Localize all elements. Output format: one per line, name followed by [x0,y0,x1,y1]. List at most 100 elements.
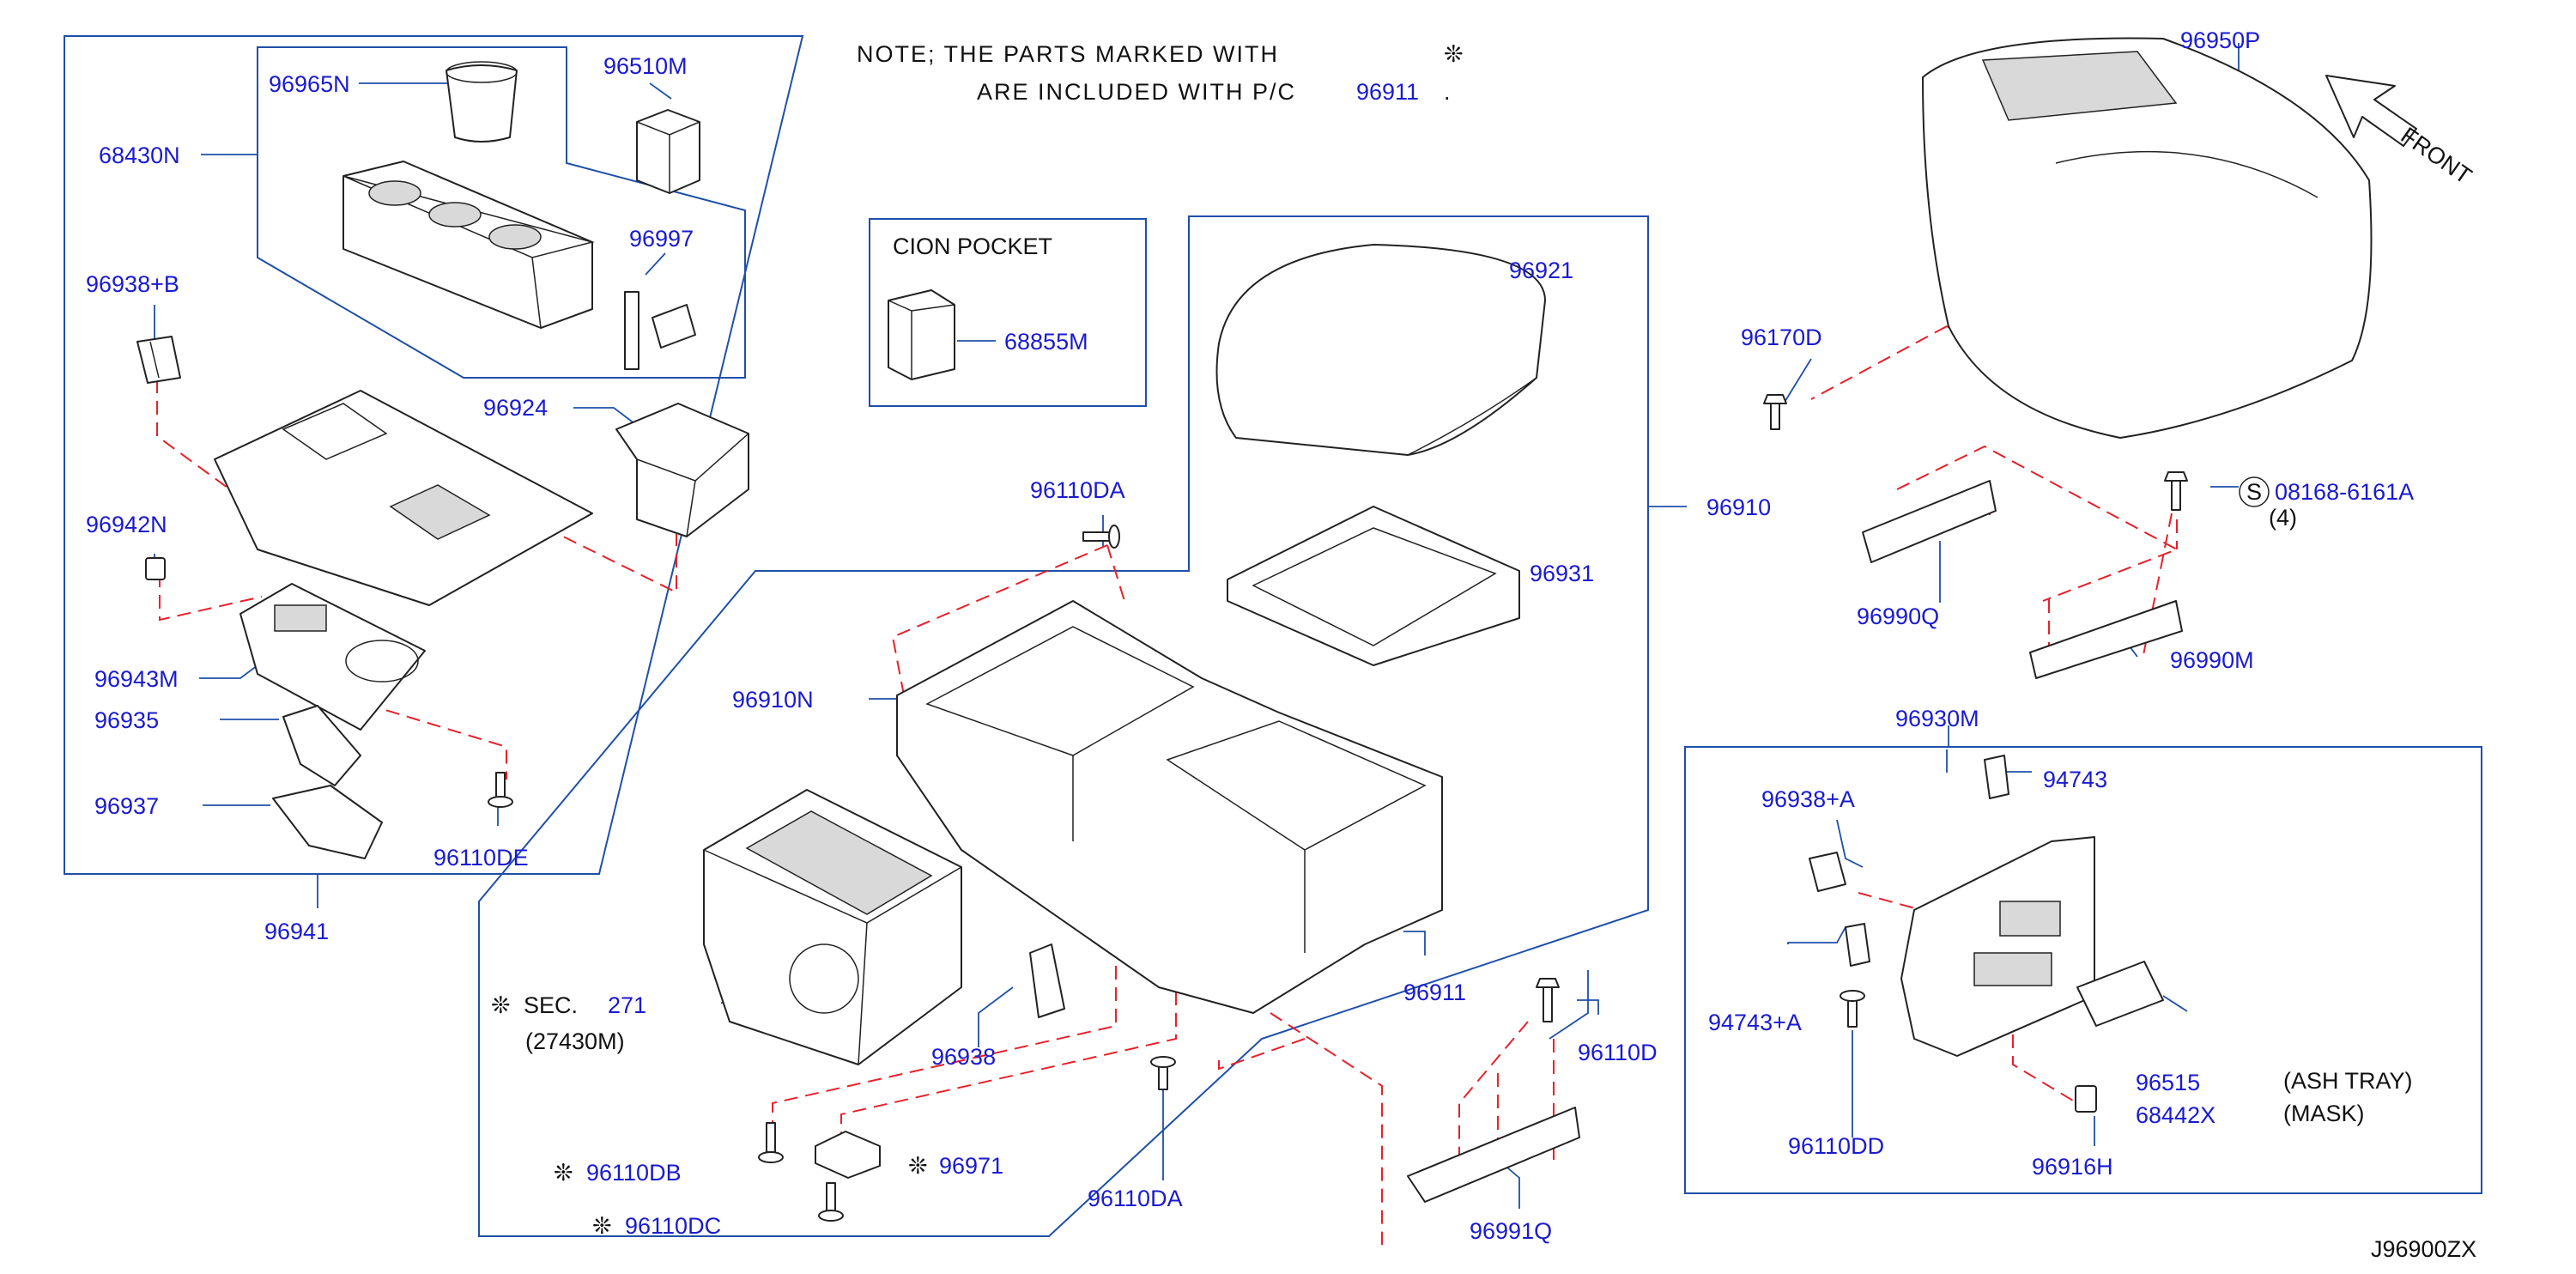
sec-marker-icon: ❊ [491,992,511,1018]
mask-label: (MASK) [2283,1101,2365,1126]
label-96110D: 96110D [1578,1040,1658,1065]
label-96941: 96941 [264,919,329,944]
label-96910N: 96910N [732,687,814,713]
clip-96938 [1029,943,1065,1018]
label-96938B: 96938+B [86,271,179,297]
label-96910: 96910 [1706,494,1771,520]
label-96110DB: 96110DB [586,1160,682,1186]
label-96515: 96515 [2136,1070,2200,1095]
label-96942N: 96942N [86,512,167,537]
label-94743A: 94743+A [1708,1010,1802,1035]
label-96943M: 96943M [94,666,179,692]
label-96110DA-bottom: 96110DA [1088,1186,1183,1211]
group-box-cion-pocket [869,218,1147,407]
label-08168: 08168-6161A [2275,479,2414,505]
note-part-number: 96911 [1356,79,1419,105]
bolt-96110d [1536,978,1560,1022]
cion-pocket-title: CION POCKET [893,234,1052,259]
label-96950P: 96950P [2180,27,2260,53]
label-96971: 96971 [939,1153,1003,1179]
bolt-96170d [1763,394,1787,430]
bracket-96971 [815,1131,881,1179]
bracket-96991q [1407,1107,1580,1203]
note-line-2: ARE INCLUDED WITH P/C [977,79,1296,105]
note-end: . [1444,79,1451,105]
mask-96916h [2075,1085,2097,1113]
sec-prefix: SEC. [524,992,578,1018]
label-96916H: 96916H [2032,1154,2113,1180]
front-label: FRONT [2397,122,2476,189]
cup-holder-cup [445,61,518,143]
label-96110DC: 96110DC [625,1213,721,1239]
label-96935: 96935 [94,707,159,733]
label-68855M: 68855M [1004,329,1088,355]
label-96971-marker: ❊ [908,1153,928,1179]
s-circle-symbol [2239,476,2270,507]
armrest-lid [1215,244,1546,456]
label-96110DD: 96110DD [1788,1133,1884,1159]
label-96911: 96911 [1403,980,1466,1005]
screw-96110de [488,772,513,808]
note-marker-icon: ❊ [1444,41,1464,67]
bracket-96990q [1862,480,1997,563]
armrest-cover [1922,37,2373,439]
label-68430N: 68430N [99,143,180,168]
label-96991Q: 96991Q [1470,1218,1552,1244]
bracket-96937 [272,785,383,859]
lid-frame [1227,506,1520,666]
connector-94743a [1845,923,1870,967]
bolt-08168 [2164,471,2188,511]
clip-b [136,336,181,384]
label-68442X: 68442X [2136,1102,2215,1128]
label-96997: 96997 [629,226,694,252]
connector-94743 [1984,755,2009,799]
label-96924: 96924 [483,395,548,421]
label-96965N: 96965N [269,71,350,97]
ash-tray-label: (ASH TRAY) [2283,1068,2413,1094]
ash-tray [2076,961,2164,1027]
bolt-quantity: (4) [2269,505,2297,531]
label-96921: 96921 [1509,258,1573,283]
screw-96110db [758,1122,784,1163]
label-94743: 94743 [2043,767,2107,792]
group-box-96910 [478,215,1649,1237]
label-96938A: 96938+A [1761,786,1855,812]
s-circle-letter: S [2246,479,2262,505]
label-96170D: 96170D [1741,325,1822,350]
label-96110DB-marker: ❊ [554,1160,573,1186]
bracket-96990m [2029,600,2183,679]
label-96110DE: 96110DE [433,845,529,871]
screw-96110da-bottom [1150,1056,1176,1090]
diagram-code: J96900ZX [2371,1236,2476,1262]
cion-pocket-insert [888,289,955,380]
cup-holder-tray [342,161,595,329]
shift-boot [282,705,361,786]
label-96110DA-top: 96110DA [1030,477,1125,503]
storage-box [636,109,700,194]
rear-console-panel [1900,836,2095,1057]
label-96930M: 96930M [1895,706,1979,731]
note-line-1: NOTE; THE PARTS MARKED WITH [857,41,1279,67]
front-arrow-icon [2325,75,2417,147]
shift-indicator-panel [239,583,426,731]
group-box-96941 [64,35,804,875]
screw-96110da-top [1082,525,1120,549]
console-body [896,600,1443,1014]
console-finisher-panel [214,390,593,606]
label-96990M: 96990M [2170,647,2254,673]
label-96931: 96931 [1530,561,1594,586]
connector-plug [624,291,696,370]
screw-96110dc [818,1182,844,1222]
clip-a [1809,852,1846,892]
group-box-96930M [1684,746,2482,1194]
blower-assembly [703,789,962,1065]
label-96510M: 96510M [603,53,688,79]
label-96110DC-marker: ❊ [592,1213,612,1239]
sec-number: 271 [608,992,646,1018]
small-clip [145,557,166,580]
sec-sub: (27430M) [525,1028,625,1054]
label-96937: 96937 [94,793,159,819]
label-96938: 96938 [931,1044,996,1070]
label-96990Q: 96990Q [1857,604,1939,629]
